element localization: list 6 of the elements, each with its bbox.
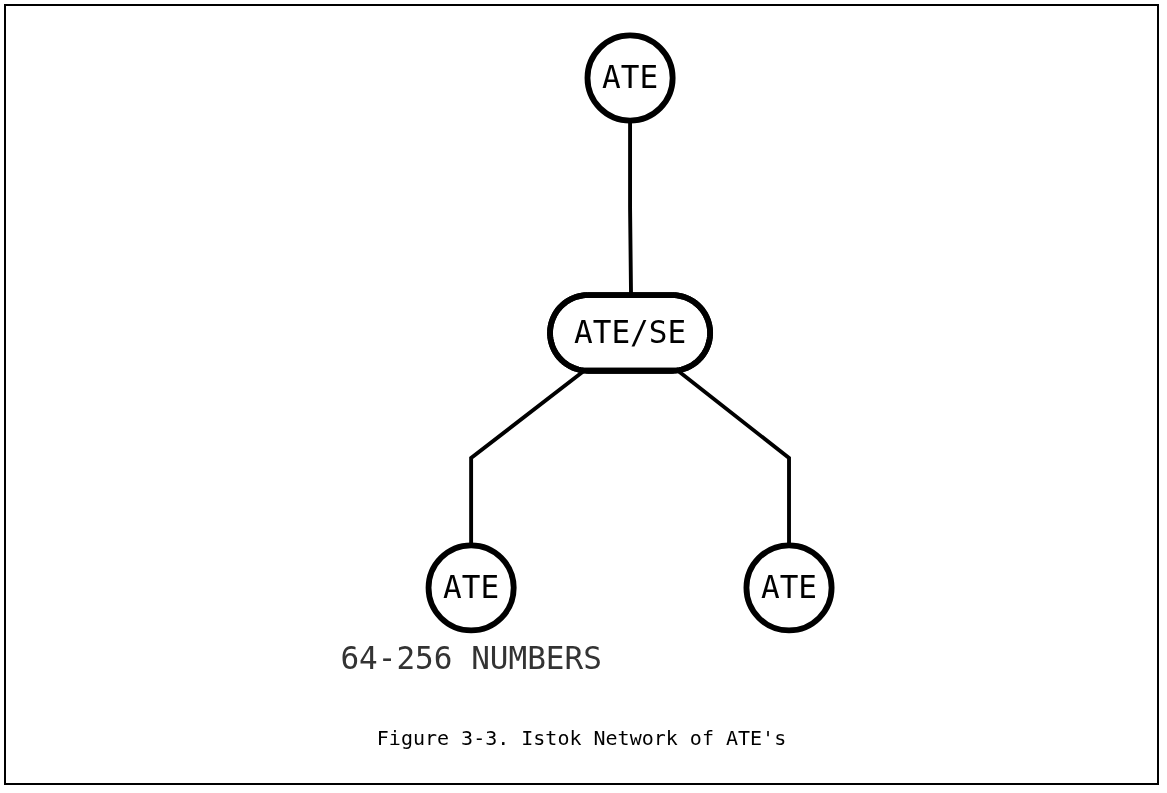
- station-circle: ATE: [584, 32, 676, 124]
- figure-caption: Figure 3-3. Istok Network of ATE's: [375, 726, 788, 750]
- node-annotation: 64-256 NUMBERS: [340, 640, 602, 677]
- station-circle: ATE: [743, 542, 835, 634]
- hub-ellipse: ATE/SE: [547, 292, 713, 374]
- station-circle: ATE: [425, 542, 517, 634]
